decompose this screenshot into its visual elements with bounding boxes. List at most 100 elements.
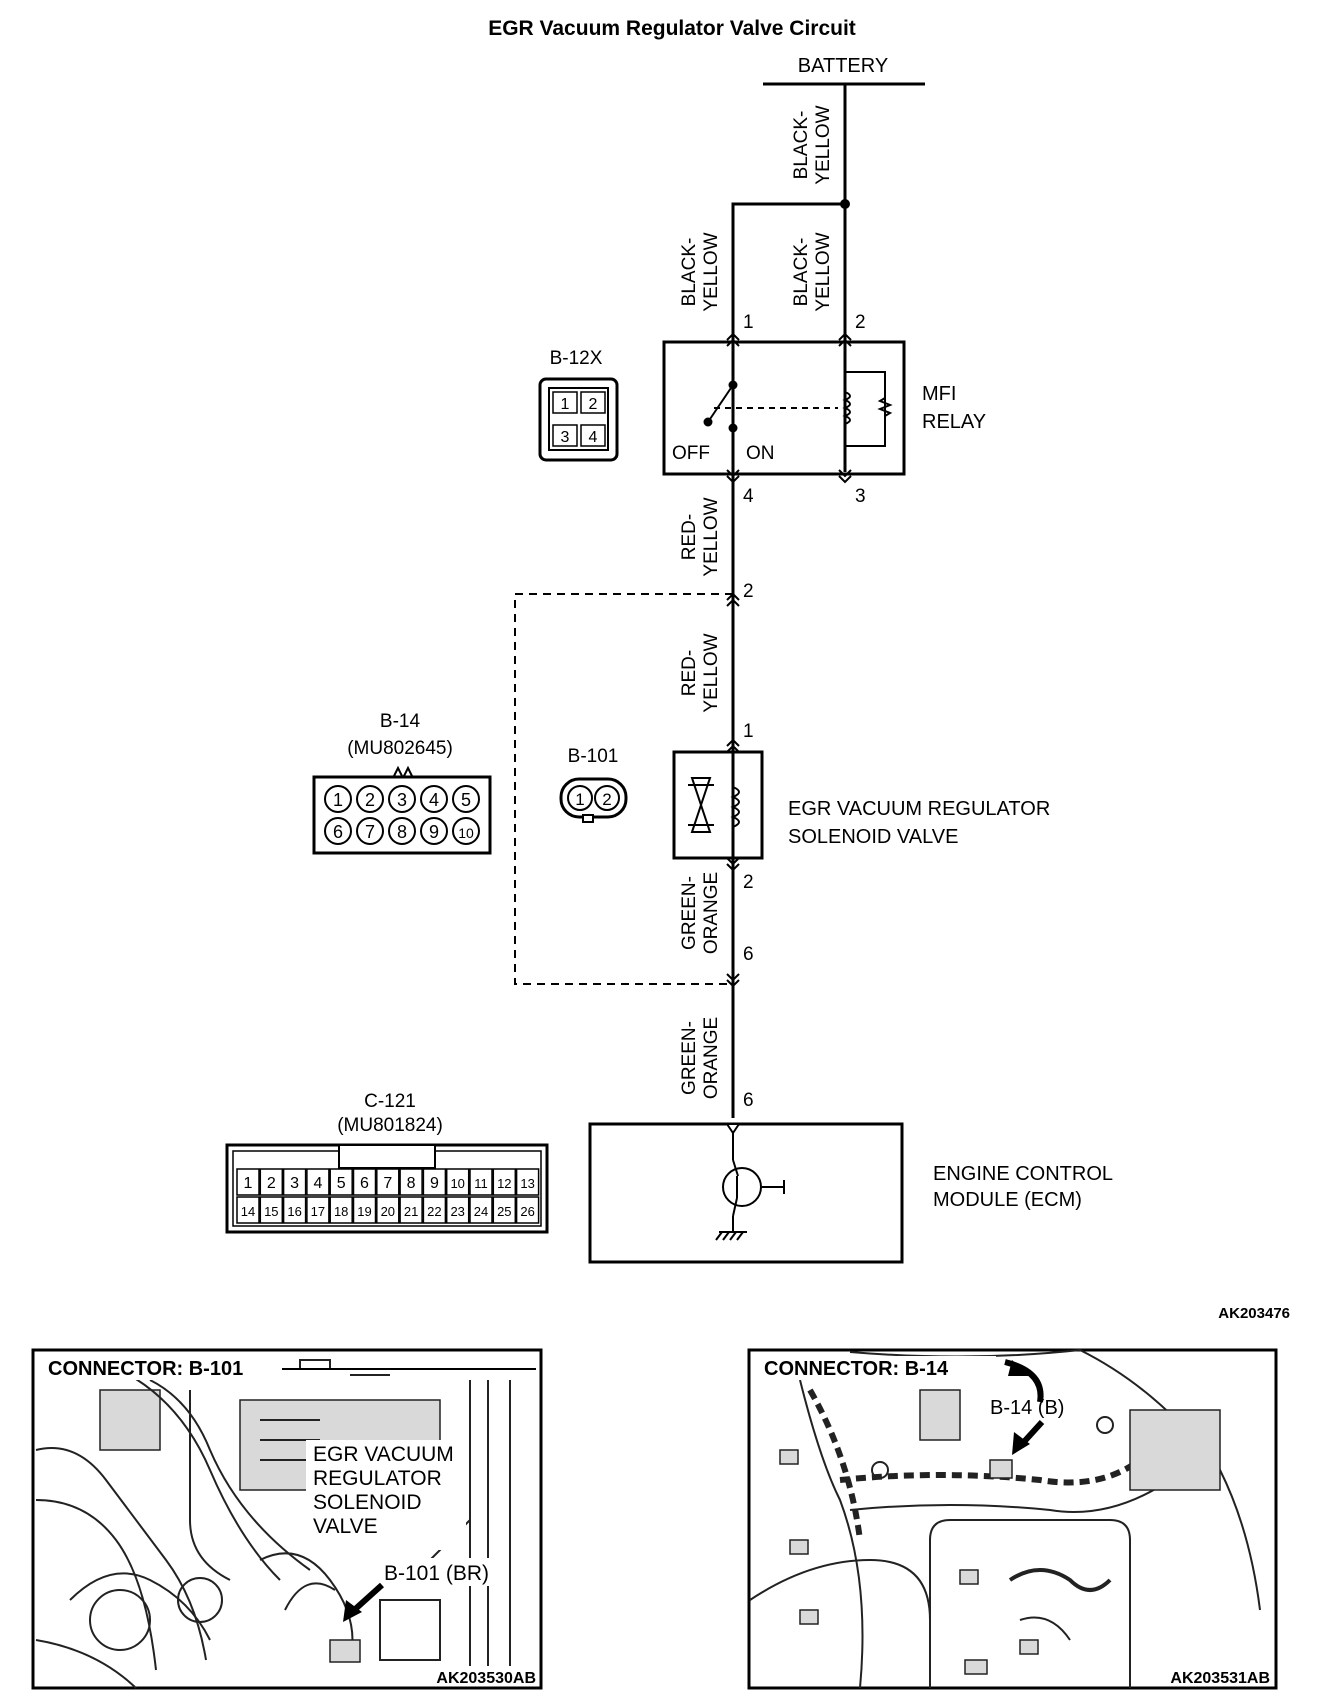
svg-text:YELLOW: YELLOW <box>701 232 722 311</box>
photo-connector-b14: CONNECTOR: B-14 B-14 (B) AK203531AB <box>747 1348 1278 1690</box>
b12x-connector-icon: 1 2 3 4 <box>538 377 619 462</box>
c121-pin-number: 18 <box>334 1204 348 1219</box>
svg-text:BLACK-: BLACK- <box>791 238 812 307</box>
svg-text:3: 3 <box>561 429 570 446</box>
c121-pin-number: 20 <box>381 1204 395 1219</box>
photo-left-callout-4: VALVE <box>313 1515 378 1538</box>
wire-label-green-orange-upper: GREEN- ORANGE <box>679 872 722 954</box>
b14-label: B-14 <box>380 711 421 732</box>
c121-pin-number: 26 <box>520 1204 534 1219</box>
c121-pin-number: 10 <box>450 1176 464 1191</box>
diagram-id: AK203476 <box>1218 1305 1290 1322</box>
c121-pin-cell <box>376 1196 400 1224</box>
pin-relay-2: 2 <box>855 312 866 333</box>
c121-pin-cell <box>306 1168 330 1196</box>
solenoid-label-line1: EGR VACUUM REGULATOR <box>788 798 1050 820</box>
pin-b101-1: 1 <box>743 721 754 742</box>
c121-pin-cell <box>399 1196 423 1224</box>
b12x-label: B-12X <box>550 348 603 369</box>
c121-pin-cell <box>492 1168 517 1196</box>
b101-label: B-101 <box>568 746 619 767</box>
b14-pin-number: 4 <box>429 790 439 810</box>
pin-relay-4: 4 <box>743 486 754 507</box>
c121-pin-cell <box>469 1168 493 1196</box>
pin-relay-1: 1 <box>743 312 754 333</box>
b14-pin <box>420 817 448 845</box>
c121-pin-number: 22 <box>427 1204 441 1219</box>
c121-part: (MU801824) <box>337 1115 443 1136</box>
b14-pin <box>388 785 416 813</box>
svg-text:RED-: RED- <box>679 650 700 696</box>
photo-right-arrow-label: B-14 (B) <box>990 1397 1064 1419</box>
b14-dashed-outline <box>514 593 733 985</box>
c121-pin-number: 19 <box>357 1204 371 1219</box>
c121-pin-cell <box>376 1168 400 1196</box>
c121-pin-number: 2 <box>267 1175 276 1192</box>
relay-off-label: OFF <box>672 443 710 464</box>
c121-pin-cell <box>282 1196 307 1224</box>
wire-label-black-yellow-top: BLACK- YELLOW <box>791 105 834 184</box>
b14-pin-number: 5 <box>461 790 471 810</box>
c121-pin-cell <box>282 1168 307 1196</box>
solenoid-box <box>672 750 764 860</box>
b14-pin <box>452 817 480 845</box>
b14-pin-number: 8 <box>397 822 407 842</box>
c121-pin-cell <box>352 1168 377 1196</box>
wire-label-green-orange-lower: GREEN- ORANGE <box>679 1017 722 1099</box>
pin-relay-3: 3 <box>855 486 866 507</box>
c121-pin-cell <box>422 1168 447 1196</box>
diagram-title: EGR Vacuum Regulator Valve Circuit <box>488 17 856 40</box>
svg-text:2: 2 <box>602 790 611 809</box>
battery-label: BATTERY <box>798 55 888 77</box>
photo-left-id: AK203530AB <box>436 1670 536 1687</box>
relay-coil <box>842 371 893 447</box>
b14-pin-number: 1 <box>333 790 343 810</box>
c121-pin-number: 13 <box>520 1176 534 1191</box>
photo-right-id: AK203531AB <box>1170 1670 1270 1687</box>
b14-pin <box>356 785 384 813</box>
c121-pin-number: 11 <box>474 1176 488 1191</box>
c121-pin-number: 15 <box>264 1204 278 1219</box>
c121-pin-cell <box>492 1196 517 1224</box>
ecm-label-line1: ENGINE CONTROL <box>933 1163 1113 1185</box>
solenoid-label-line2: SOLENOID VALVE <box>788 826 958 848</box>
relay-label-line2: RELAY <box>922 411 986 433</box>
b14-pin <box>452 785 480 813</box>
b14-pin-number: 2 <box>365 790 375 810</box>
c121-pin-number: 24 <box>474 1204 488 1219</box>
svg-text:ORANGE: ORANGE <box>701 872 722 954</box>
pin-b14-2: 2 <box>743 581 754 602</box>
svg-text:BLACK-: BLACK- <box>791 111 812 180</box>
c121-pin-number: 7 <box>383 1175 392 1192</box>
pin-ecm-6: 6 <box>743 1090 754 1111</box>
c121-pin-number: 4 <box>313 1175 322 1192</box>
relay-switch <box>703 380 838 470</box>
relay-label-line1: MFI <box>922 383 956 405</box>
c121-pin-number: 6 <box>360 1175 369 1192</box>
c121-pin-number: 12 <box>497 1176 511 1191</box>
c121-pin-cell <box>352 1196 377 1224</box>
wire-label-red-yellow-lower: RED- YELLOW <box>679 633 722 712</box>
c121-pin-cell <box>259 1196 284 1224</box>
c121-pin-number: 3 <box>290 1175 299 1192</box>
photo-left-callout-2: REGULATOR <box>313 1467 442 1490</box>
photo-left-header: CONNECTOR: B-101 <box>48 1358 243 1380</box>
b14-pin-number: 7 <box>365 822 375 842</box>
wire-relay1-branch <box>731 202 845 338</box>
c121-pin-cell <box>329 1168 353 1196</box>
b14-pin-number: 9 <box>429 822 439 842</box>
svg-text:YELLOW: YELLOW <box>701 633 722 712</box>
c121-label: C-121 <box>364 1091 416 1112</box>
c121-pin-number: 1 <box>244 1175 253 1192</box>
b14-part: (MU802645) <box>347 738 453 759</box>
b101-connector-icon: 1 2 <box>559 777 628 823</box>
svg-text:BLACK-: BLACK- <box>679 238 700 307</box>
wire-label-red-yellow-upper: RED- YELLOW <box>679 497 722 576</box>
c121-pin-cell <box>236 1168 260 1196</box>
arrow-icon <box>343 1582 385 1622</box>
c121-pin-number: 14 <box>241 1204 255 1219</box>
splice-dot <box>840 199 850 209</box>
c121-pin-number: 5 <box>337 1175 346 1192</box>
